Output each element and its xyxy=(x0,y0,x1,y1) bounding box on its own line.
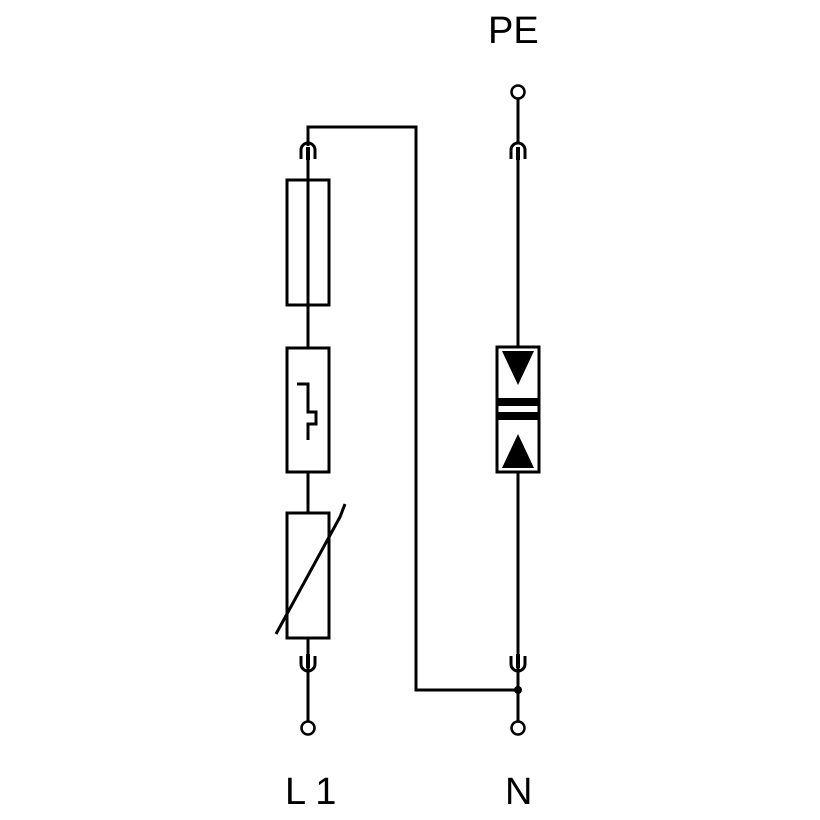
varistor-symbol xyxy=(285,511,331,640)
junction-dot xyxy=(514,686,522,694)
spark-gap-upper-electrode xyxy=(497,398,539,406)
n-terminal xyxy=(510,720,526,736)
thermal-breaker-symbol xyxy=(285,346,331,474)
pe-label: PE xyxy=(488,10,539,52)
l1-terminal xyxy=(300,720,316,736)
n-label: N xyxy=(505,771,533,813)
l1-label: L 1 xyxy=(285,771,337,813)
link-wire xyxy=(306,125,518,692)
thermal-breaker-contact xyxy=(297,382,318,440)
spark-gap-upper-triangle xyxy=(502,351,534,385)
l1-top-clamp-icon xyxy=(299,141,317,160)
l1-bottom-clamp-icon xyxy=(299,654,317,673)
pe-terminal xyxy=(510,84,526,100)
varistor-slash xyxy=(274,503,347,635)
spark-gap-lower-triangle xyxy=(502,434,534,468)
spark-gap-symbol xyxy=(495,345,541,474)
spark-gap-lower-electrode xyxy=(497,412,539,420)
n-clamp-icon xyxy=(509,654,527,673)
pe-clamp-icon xyxy=(509,141,527,160)
